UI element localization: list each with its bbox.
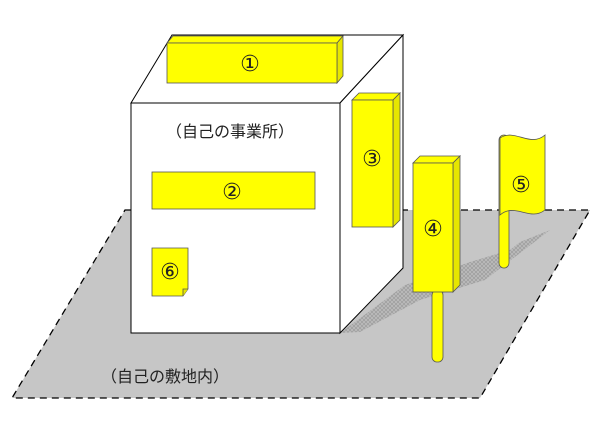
ground-label: （自己の敷地内） <box>101 367 229 386</box>
sign-3-number: ③ <box>362 147 382 172</box>
sign-4-pole <box>431 289 444 363</box>
sign-3-side-wall: ③ <box>351 92 401 228</box>
sign-2-wall: ② <box>151 171 316 210</box>
sign-1-rooftop: ① <box>166 34 344 85</box>
sign-2-number: ② <box>222 180 242 205</box>
sign-4-number: ④ <box>423 217 443 242</box>
sign-4-pole-sign: ④ <box>412 155 461 363</box>
sign-1-number: ① <box>240 52 260 77</box>
sign-5-number: ⑤ <box>511 173 531 198</box>
sign-6-number: ⑥ <box>160 260 180 285</box>
sign-5-flag: ⑤ <box>498 134 546 269</box>
sign-6-poster: ⑥ <box>151 247 189 297</box>
building-label: （自己の事業所） <box>166 122 294 141</box>
